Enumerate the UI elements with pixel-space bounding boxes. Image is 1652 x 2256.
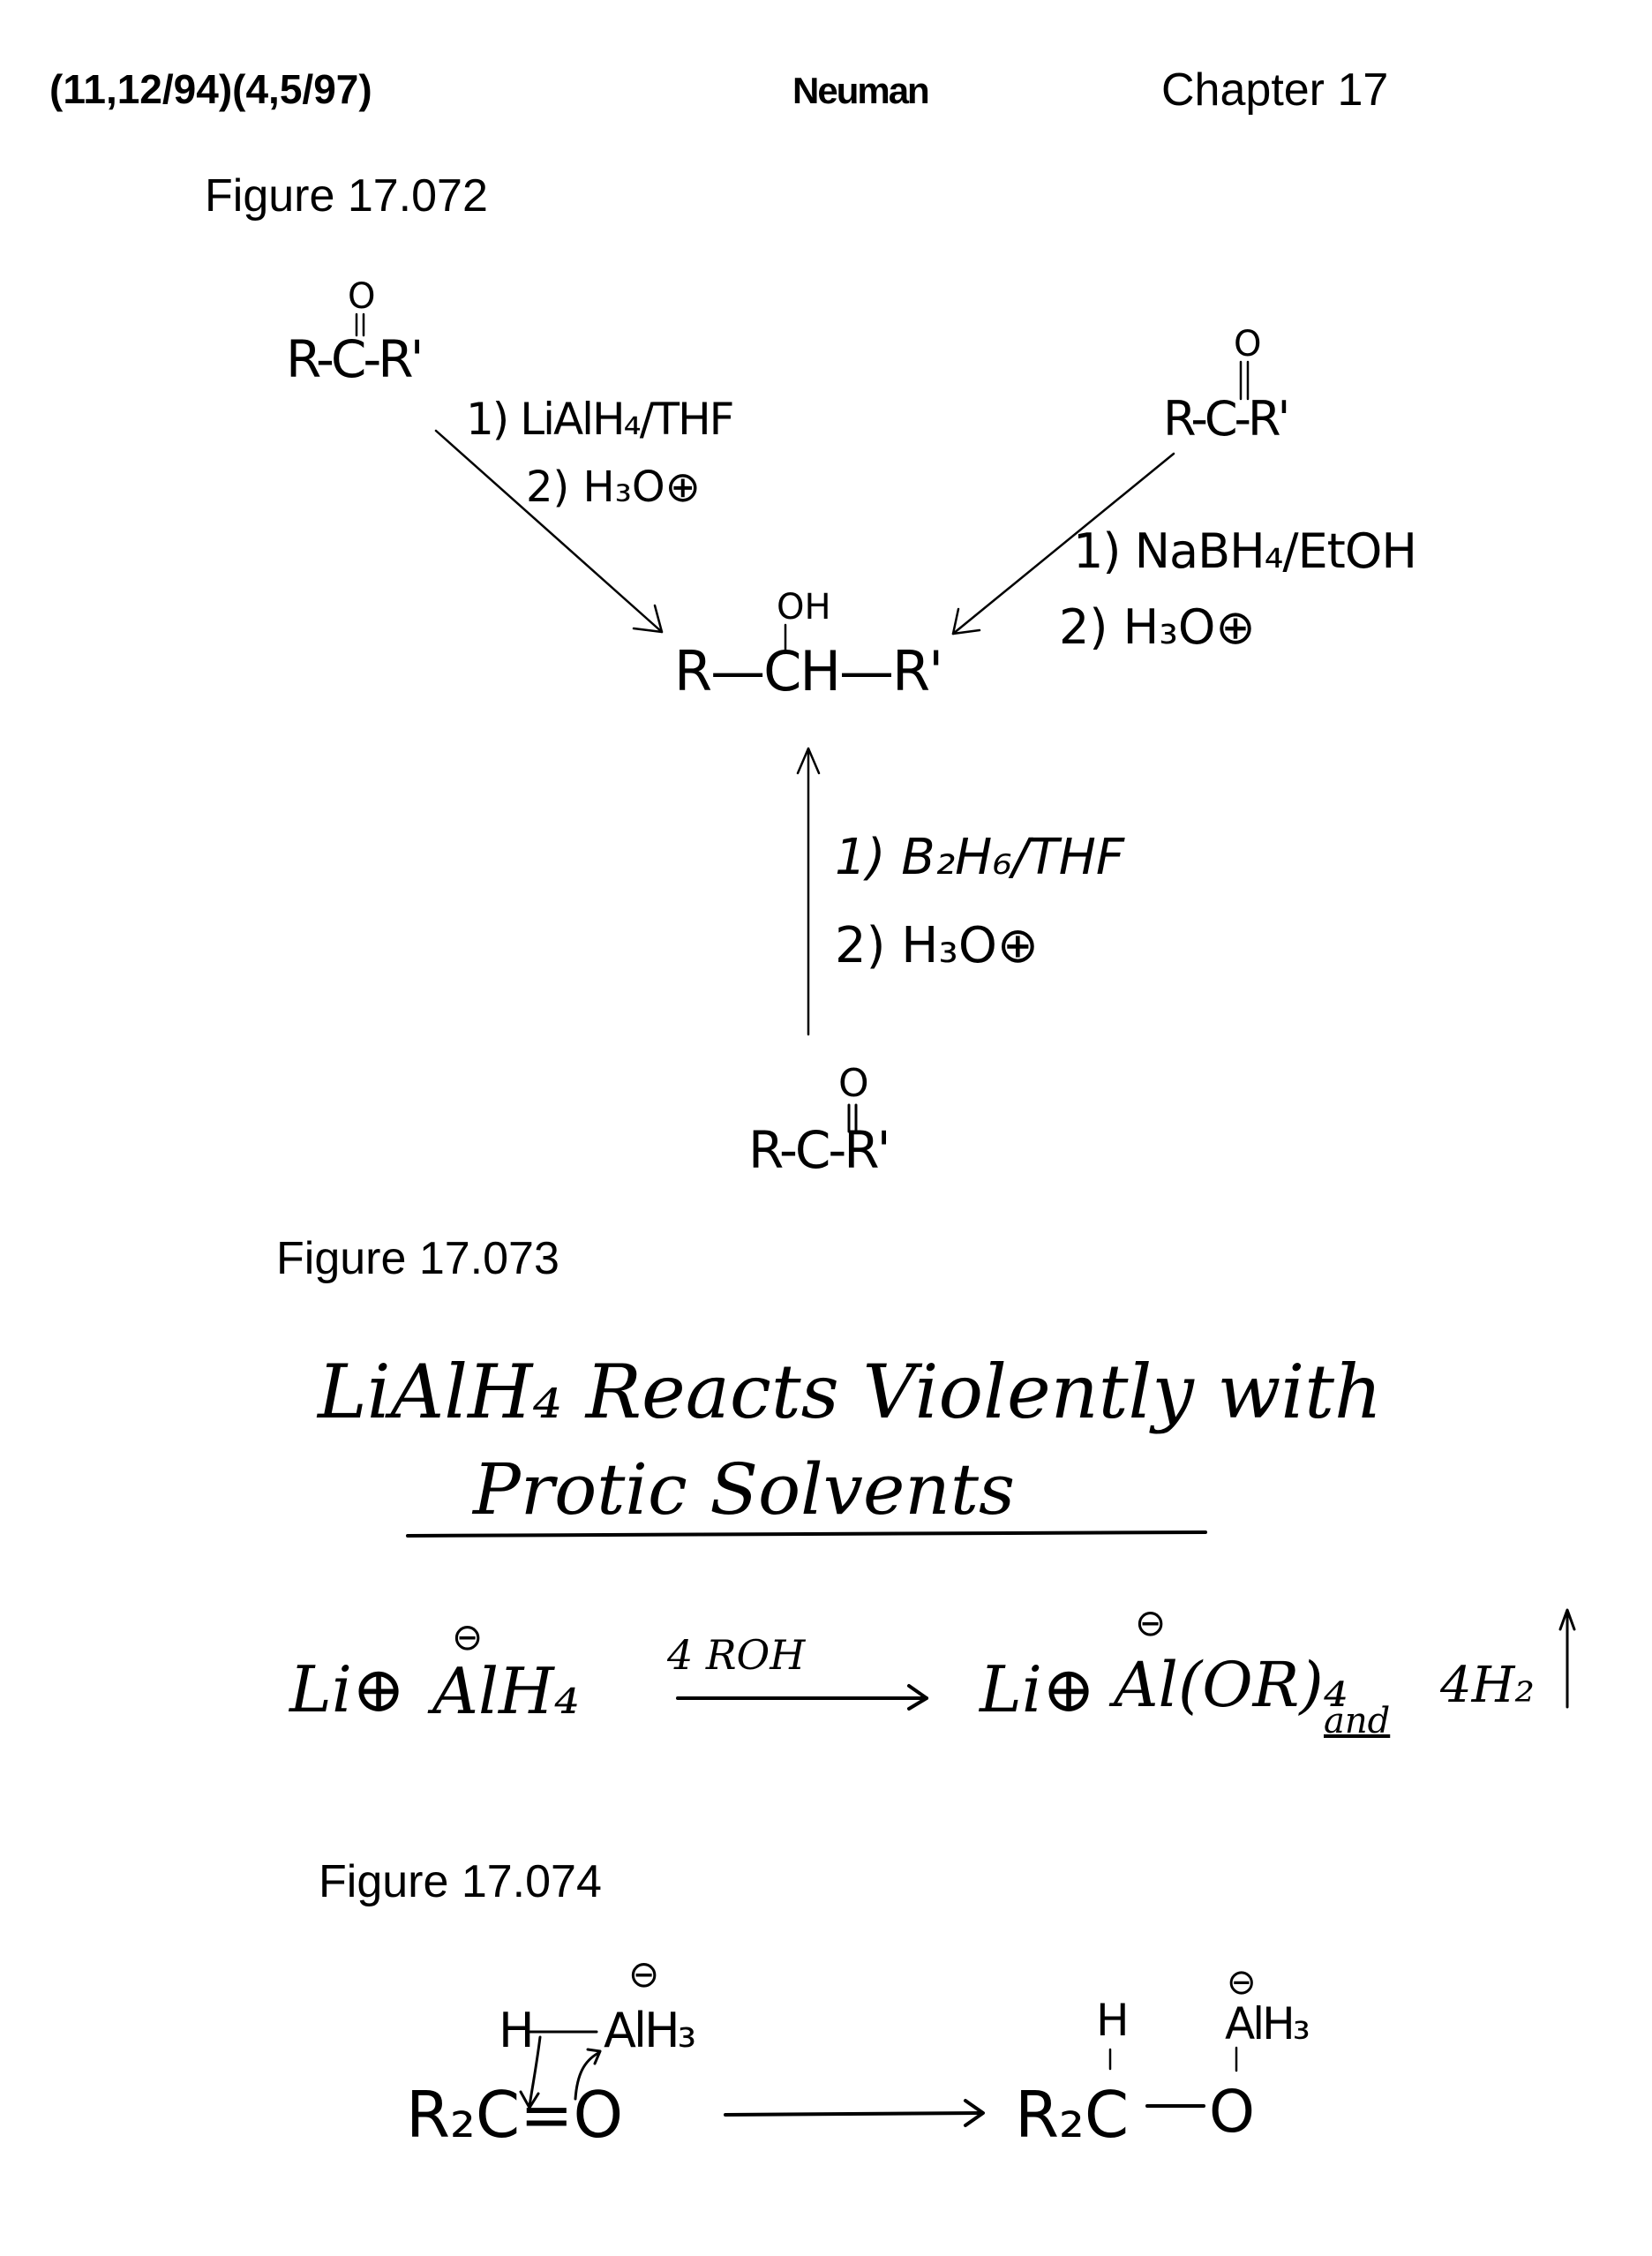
heading-underline [406, 1530, 1207, 1538]
product-aluminate-charge: ⊖ [1227, 1962, 1257, 2003]
bottom-carbonyl-double-bond [847, 1103, 858, 1133]
gas-evolution-arrow [1558, 1608, 1576, 1709]
b2h6-arrow [796, 747, 821, 1036]
product-charge: ⊖ [1135, 1601, 1167, 1644]
header-chapter: Chapter 17 [1161, 64, 1389, 116]
b2h6-step1: 1) B₂H₆/THF [835, 829, 1125, 886]
heading-line2: Protic Solvents [473, 1448, 1016, 1530]
product-oxygen: O [1209, 2078, 1255, 2146]
product-aluminum: AlH₃ [1225, 1998, 1310, 2049]
product-hydroxyl: OH [777, 587, 831, 628]
product-hydrogen: H [1096, 1995, 1130, 2046]
header-dates: (11,12/94)(4,5/97) [49, 66, 372, 112]
figure-074-title: Figure 17.074 [319, 1856, 602, 1907]
reaction-arrow-roh [676, 1684, 928, 1711]
product-carbon: R₂C [1015, 2078, 1130, 2152]
figure-072-title: Figure 17.072 [205, 170, 488, 222]
reactant-aluminum: AlH₃ [604, 2003, 696, 2058]
bottom-reactant-formula: R-C-R' [748, 1120, 891, 1180]
reactant-hydride: H [499, 2003, 535, 2058]
product-formula: R—CH—R' [674, 639, 943, 703]
left-reactant-oxygen: O [348, 276, 376, 317]
right-carbonyl-double-bond [1239, 360, 1250, 401]
heading-line1: LiAlH₄ Reacts Violently with [318, 1349, 1383, 1435]
hydride-transfer-arrow [724, 2099, 985, 2127]
right-reactant-formula: R-C-R' [1163, 391, 1290, 447]
reactant-cation: Li⊕ [289, 1652, 406, 1726]
bottom-reactant-oxygen: O [838, 1061, 869, 1106]
carbonyl-curved-arrow [574, 2051, 600, 2101]
hydrogen-gas: 4H₂ [1440, 1657, 1535, 1714]
reactant-aluminate-charge: ⊖ [628, 1952, 660, 1996]
lialh4-step1: 1) LiAlH₄/THF [466, 394, 734, 445]
b2h6-step2: 2) H₃O⊕ [835, 917, 1039, 974]
reagent: 4 ROH [667, 1631, 806, 1679]
left-reactant-formula: R-C-R' [286, 329, 424, 389]
product-cation: Li⊕ [980, 1652, 1096, 1726]
lialh4-step2: 2) H₃O⊕ [526, 462, 701, 512]
right-reactant-oxygen: O [1234, 324, 1262, 365]
left-carbonyl-double-bond [355, 312, 365, 337]
conjunction: and [1324, 1701, 1391, 1741]
lialh4-arrow [434, 429, 664, 634]
reactant-carbonyl: R₂C=O [406, 2078, 624, 2152]
nabh4-arrow [951, 452, 1175, 635]
reactant-charge: ⊖ [452, 1615, 484, 1658]
nabh4-step1: 1) NaBH₄/EtOH [1073, 523, 1417, 579]
header-author: Neuman [792, 70, 930, 111]
product-anion: Al(OR)₄ [1114, 1649, 1348, 1721]
nabh4-step2: 2) H₃O⊕ [1059, 599, 1256, 655]
reactant-anion: AlH₄ [432, 1654, 580, 1728]
hydride-curved-arrow [528, 2035, 542, 2108]
figure-073-title: Figure 17.073 [276, 1233, 559, 1284]
